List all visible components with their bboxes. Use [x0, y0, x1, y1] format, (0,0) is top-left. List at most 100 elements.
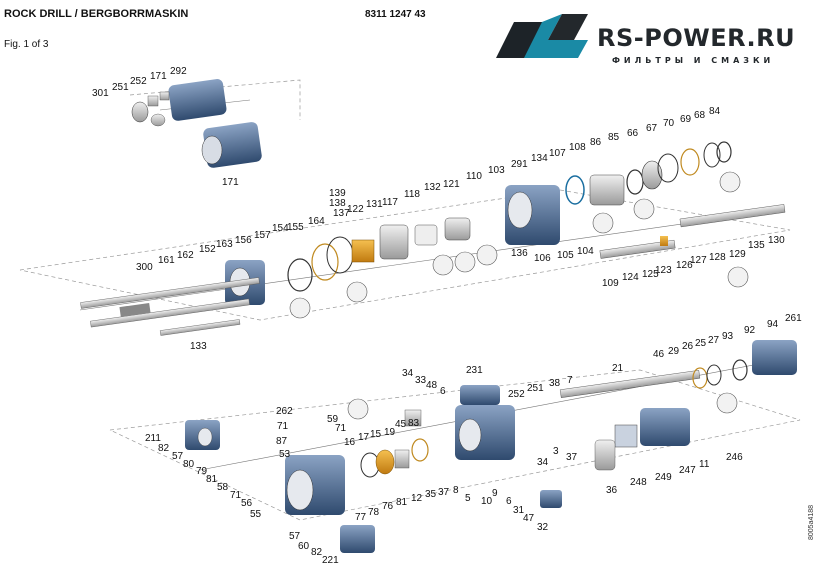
part-number-label: 31 [513, 505, 525, 516]
part-number-label: 87 [276, 436, 288, 447]
part-number-label: 135 [748, 240, 765, 251]
part-number-label: 34 [537, 457, 549, 468]
part-number-label: 221 [322, 555, 339, 566]
part-number-label: 109 [602, 278, 619, 289]
part-number-label: 55 [250, 509, 262, 520]
part-number-label: 133 [190, 341, 207, 352]
brand-tagline: ФИЛЬТРЫ И СМАЗКИ [612, 56, 775, 65]
part-number-label: 125 [642, 269, 659, 280]
part-number-label: 70 [663, 118, 675, 129]
part-number-label: 5 [465, 493, 471, 504]
part-number-label: 78 [368, 507, 380, 518]
part-number-label: 67 [646, 123, 658, 134]
part-number-label: 19 [384, 427, 396, 438]
part-number-label: 17 [358, 432, 370, 443]
part-number-label: 36 [606, 485, 618, 496]
part-number-label: 48 [426, 380, 438, 391]
middle-assembly-group [80, 141, 786, 336]
part-number-label: 26 [682, 341, 694, 352]
part-number-label: 79 [196, 466, 208, 477]
part-number-label: 127 [690, 255, 707, 266]
part-number-label: 251 [527, 383, 544, 394]
part-number-label: 84 [709, 106, 721, 117]
document-title: ROCK DRILL / BERGBORRMASKIN [4, 8, 189, 20]
part-number-label: 53 [279, 449, 291, 460]
upper-housing-group [131, 79, 262, 168]
part-number-label: 3 [553, 446, 559, 457]
part-number-label: 93 [722, 331, 734, 342]
part-number-label: 58 [217, 482, 229, 493]
part-number-label: 164 [308, 216, 325, 227]
part-number-label: 121 [443, 179, 460, 190]
part-number-label: 86 [590, 137, 602, 148]
part-number-label: 94 [767, 319, 779, 330]
part-number-label: 171 [150, 71, 167, 82]
part-number-label: 80 [183, 459, 195, 470]
part-number-label: 152 [199, 244, 216, 255]
part-number-label: 108 [569, 142, 586, 153]
part-number-label: 71 [335, 423, 347, 434]
part-number-label: 8 [453, 485, 459, 496]
part-number-label: 300 [136, 262, 153, 273]
part-number-label: 251 [112, 82, 129, 93]
part-number-label: 11 [699, 459, 710, 470]
part-number-label: 118 [404, 189, 420, 200]
part-number-label: 15 [370, 429, 382, 440]
part-number-label: 71 [277, 421, 289, 432]
part-number-label: 247 [679, 465, 696, 476]
part-number-label: 248 [630, 477, 647, 488]
part-number-label: 37 [566, 452, 578, 463]
brand-logo [488, 6, 592, 67]
lower-assembly-group [185, 340, 797, 553]
part-number-label: 25 [695, 338, 707, 349]
part-number-label: 16 [344, 437, 356, 448]
part-number-label: 82 [158, 443, 170, 454]
part-number-label: 301 [92, 88, 109, 99]
part-number-label: 37 [438, 487, 450, 498]
part-number-label: 211 [145, 433, 161, 444]
document-number: 8311 1247 43 [365, 9, 426, 20]
part-number-label: 252 [130, 76, 147, 87]
part-number-label: 252 [508, 389, 525, 400]
part-number-label: 59 [327, 414, 339, 425]
part-number-label: 46 [653, 349, 665, 360]
part-number-label: 103 [488, 165, 505, 176]
brand-name: RS-POWER.RU [597, 24, 796, 52]
part-number-label: 6 [506, 496, 512, 507]
part-number-label: 156 [235, 235, 252, 246]
part-number-label: 106 [534, 253, 551, 264]
part-number-label: 291 [511, 159, 528, 170]
part-number-label: 45 [395, 419, 407, 430]
part-number-label: 21 [612, 363, 624, 374]
part-number-label: 117 [382, 197, 398, 208]
part-number-label: 60 [298, 541, 310, 552]
part-number-label: 128 [709, 252, 726, 263]
part-number-label: 163 [216, 239, 233, 250]
detail-callouts [289, 171, 749, 420]
part-number-label: 231 [466, 365, 483, 376]
part-number-label: 68 [694, 110, 706, 121]
part-number-label: 246 [726, 452, 743, 463]
part-number-label: 107 [549, 148, 566, 159]
part-number-label: 81 [396, 497, 408, 508]
part-number-label: 124 [622, 272, 639, 283]
part-number-label: 32 [537, 522, 549, 533]
part-number-label: 33 [415, 375, 427, 386]
part-number-label: 12 [411, 493, 423, 504]
part-number-label: 134 [531, 153, 548, 164]
part-number-label: 171 [222, 177, 239, 188]
part-number-label: 122 [347, 204, 364, 215]
part-number-label: 162 [177, 250, 194, 261]
part-number-label: 157 [254, 230, 271, 241]
part-number-label: 131 [366, 199, 383, 210]
part-number-label: 161 [158, 255, 175, 266]
part-number-label: 104 [577, 246, 594, 257]
part-number-label: 139 [329, 188, 346, 199]
part-number-label: 77 [355, 512, 367, 523]
part-number-label: 154 [272, 223, 289, 234]
part-number-label: 27 [708, 335, 720, 346]
part-number-label: 29 [668, 346, 680, 357]
part-number-label: 138 [329, 198, 346, 209]
part-number-label: 262 [276, 406, 293, 417]
